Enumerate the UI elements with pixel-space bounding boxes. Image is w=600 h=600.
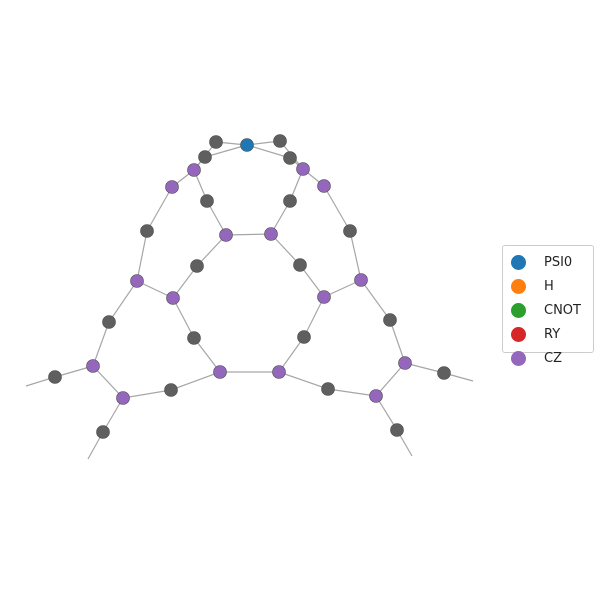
edge-g8-p_mr <box>349 230 362 281</box>
edge-p_ic1-p_ic2 <box>225 233 272 236</box>
node-p_rr1 <box>398 356 412 370</box>
node-g11 <box>102 315 116 329</box>
node-g6 <box>283 194 297 208</box>
node-g14 <box>383 313 397 327</box>
node-g20 <box>390 423 404 437</box>
legend-item-psi0: PSI0 <box>511 250 593 274</box>
legend-marker-cnot <box>511 302 526 318</box>
legend-marker-psi0 <box>511 254 526 270</box>
nodes-layer <box>48 134 451 439</box>
edge-p_ir-g13 <box>303 296 325 338</box>
edge-p_rr1-p_rr2 <box>375 362 406 397</box>
node-g12 <box>187 331 201 345</box>
node-p_tr1 <box>317 179 331 193</box>
edge-p_ml-g11 <box>108 280 138 323</box>
edge-p_br-g16 <box>278 371 329 390</box>
legend-marker-cz <box>511 350 526 366</box>
legend-marker-h <box>511 278 526 294</box>
edge-g11-p_ll1 <box>92 321 110 367</box>
node-p_ll2 <box>116 391 130 405</box>
edge-g7-p_ml <box>136 230 148 282</box>
node-g3 <box>198 150 212 164</box>
node-g7 <box>140 224 154 238</box>
node-p_ll1 <box>86 359 100 373</box>
node-g19 <box>437 366 451 380</box>
node-p_ml <box>130 274 144 288</box>
legend-item-ry: RY <box>511 322 593 346</box>
edge-p_mr-g14 <box>360 279 391 321</box>
legend-item-h: H <box>511 274 593 298</box>
edge-p_tl1-g7 <box>146 186 173 232</box>
node-g5 <box>200 194 214 208</box>
node-g4 <box>283 151 297 165</box>
node-p_tr2 <box>296 162 310 176</box>
edge-p_ic2-g10 <box>270 233 301 266</box>
node-p_bl <box>213 365 227 379</box>
node-g9 <box>190 259 204 273</box>
node-p_mr <box>354 273 368 287</box>
legend-item-cnot: CNOT <box>511 298 593 322</box>
node-g13 <box>297 330 311 344</box>
node-psi0 <box>240 138 254 152</box>
legend: PSI0 H CNOT RY CZ <box>502 245 594 366</box>
edge-p_ic1-g9 <box>196 234 227 267</box>
edge-p_tr1-g8 <box>323 185 351 232</box>
node-g18 <box>96 425 110 439</box>
node-g8 <box>343 224 357 238</box>
node-g2 <box>273 134 287 148</box>
node-p_tl2 <box>187 163 201 177</box>
legend-marker-ry <box>511 326 526 342</box>
edge-p_ll1-p_ll2 <box>92 365 124 399</box>
edge-g16-p_rr2 <box>327 388 377 397</box>
edge-g14-p_rr1 <box>389 319 406 364</box>
node-g10 <box>293 258 307 272</box>
legend-label-cz: CZ <box>544 350 562 366</box>
legend-label-cnot: CNOT <box>544 302 581 318</box>
legend-label-ry: RY <box>544 326 561 342</box>
node-p_ic2 <box>264 227 278 241</box>
node-p_rr2 <box>369 389 383 403</box>
edge-g12-p_bl <box>193 337 221 373</box>
node-p_ir <box>317 290 331 304</box>
edges-layer <box>25 140 474 460</box>
node-p_ic1 <box>219 228 233 242</box>
legend-item-cz: CZ <box>511 346 593 370</box>
node-g16 <box>321 382 335 396</box>
edge-g3-psi0 <box>204 144 248 158</box>
node-g1 <box>209 135 223 149</box>
edge-g4-psi0 <box>246 144 291 159</box>
legend-label-psi0: PSI0 <box>544 254 573 270</box>
node-p_br <box>272 365 286 379</box>
edge-p_il-g12 <box>172 297 195 339</box>
edge-g15-p_ll2 <box>122 389 172 399</box>
node-g15 <box>164 383 178 397</box>
edge-p_bl-g15 <box>170 371 221 391</box>
node-p_il <box>166 291 180 305</box>
legend-label-h: H <box>544 278 554 294</box>
edge-g13-p_br <box>278 336 305 373</box>
node-g17 <box>48 370 62 384</box>
node-p_tl1 <box>165 180 179 194</box>
